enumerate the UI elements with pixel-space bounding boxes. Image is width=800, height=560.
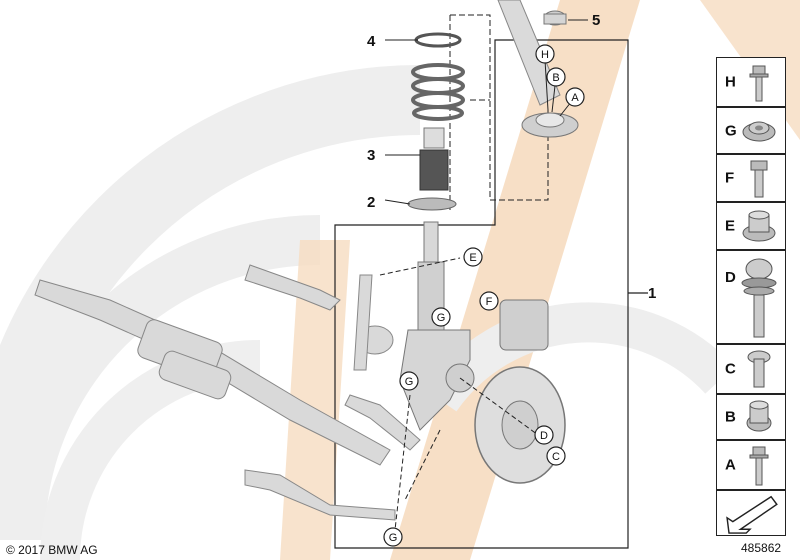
leader-lines <box>379 257 546 531</box>
svg-text:G: G <box>389 532 398 544</box>
callout-g-upper: G <box>431 307 451 327</box>
part-label-3: 3 <box>367 147 375 164</box>
bolt-with-washer-icon <box>741 258 777 338</box>
fastener-letter: H <box>725 73 736 91</box>
part-label-4: 4 <box>367 33 376 50</box>
svg-text:H: H <box>541 49 549 61</box>
image-number: 485862 <box>741 541 782 555</box>
copyright-text: © 2017 BMW AG <box>6 543 98 557</box>
callout-c: C <box>546 446 566 466</box>
part-number-labels: 1 2 3 4 5 <box>367 12 656 302</box>
fastener-letter: G <box>725 122 737 139</box>
svg-text:B: B <box>552 72 559 84</box>
strut-column <box>497 0 579 138</box>
svg-text:E: E <box>469 252 476 264</box>
fastener-box-c: C <box>716 344 786 394</box>
svg-text:G: G <box>405 376 414 388</box>
flange-bolt-icon <box>749 446 769 486</box>
svg-text:G: G <box>437 312 446 324</box>
fastener-box-f: F <box>716 154 786 202</box>
callout-g-bottom: G <box>383 527 403 547</box>
svg-text:A: A <box>571 92 579 104</box>
socket-screw-icon <box>747 350 771 388</box>
part-label-2: 2 <box>367 194 375 211</box>
part-label-5: 5 <box>592 12 600 29</box>
svg-text:C: C <box>552 451 560 463</box>
fastener-letter: E <box>725 217 736 235</box>
fastener-letter: B <box>725 408 736 426</box>
callout-f: F <box>479 291 499 311</box>
dashed-outline-upper <box>449 14 549 210</box>
fastener-box-b: B <box>716 394 786 440</box>
svg-text:F: F <box>486 296 493 308</box>
self-locking-nut-icon <box>742 121 776 142</box>
callout-h-top: H <box>535 44 555 64</box>
fastener-letter: C <box>725 360 736 378</box>
fastener-letter: A <box>725 456 736 474</box>
next-page-button[interactable] <box>716 490 786 536</box>
callout-d: D <box>534 425 554 445</box>
arrow-down-left-icon <box>726 495 778 534</box>
callout-a-top: A <box>565 87 585 107</box>
spring-assembly <box>407 32 465 211</box>
fastener-box-e: E <box>716 202 786 250</box>
brake-disc <box>474 299 566 484</box>
collar-nut-icon <box>742 210 776 242</box>
fastener-letter: F <box>725 169 735 187</box>
fastener-box-a: A <box>716 440 786 490</box>
callout-e: E <box>463 247 483 267</box>
callout-g-mid: G <box>399 371 419 391</box>
callout-circles: H B A E F G G G D C <box>383 44 585 547</box>
fastener-box-g: G <box>716 107 786 154</box>
steering-rack <box>34 264 421 521</box>
svg-text:D: D <box>540 430 548 442</box>
hex-nut-icon <box>746 400 772 432</box>
flange-bolt-icon <box>749 65 769 102</box>
hex-bolt-icon <box>750 160 768 198</box>
part-label-1: 1 <box>648 285 656 302</box>
fastener-letter: D <box>725 269 736 286</box>
assembly-frame-main <box>334 39 648 549</box>
fastener-box-d: D <box>716 250 786 344</box>
fastener-box-h: H <box>716 57 786 107</box>
callout-b-top: B <box>546 67 566 87</box>
